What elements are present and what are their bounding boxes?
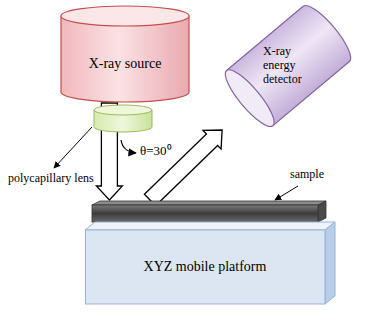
beam-arrow <box>144 130 222 206</box>
leader-line <box>275 186 298 200</box>
angle-label: θ=30⁰ <box>140 144 172 159</box>
polycapillary-lens <box>94 105 152 132</box>
sample-bar <box>92 201 326 222</box>
node-text: XYZ mobile platform <box>144 259 267 275</box>
source-cylinder: X-ray source <box>60 5 190 103</box>
node-outline <box>60 5 190 103</box>
node-text: X-ray energy detector <box>263 45 313 86</box>
angle-arrow <box>121 140 136 153</box>
part-label: sample <box>290 168 324 182</box>
leader-line <box>54 127 92 168</box>
detector-cylinder: X-ray energy detector <box>218 2 358 130</box>
part-label: polycapillary lens <box>8 172 94 186</box>
node-text: X-ray source <box>89 56 162 72</box>
node-outline <box>85 200 335 305</box>
platform-box: XYZ mobile platform <box>85 200 335 305</box>
